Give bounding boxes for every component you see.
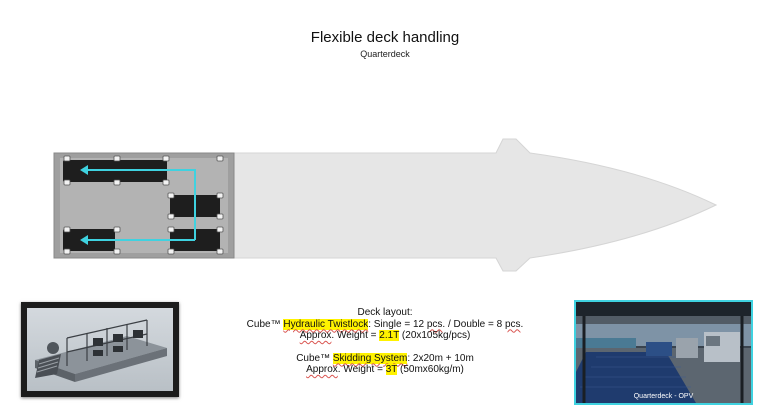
twistlock-product: Hydraulic Twistlock [283, 318, 369, 330]
skidding-path-upper [84, 169, 196, 240]
ship-hull [232, 138, 718, 272]
photo-caption: Quarterdeck - OPV [633, 393, 694, 400]
skidding-system-render [21, 302, 179, 397]
skidding-line: Cube™ Skidding System: 2x20m + 10m [200, 352, 570, 365]
skidding-product: Skidding System [332, 352, 408, 364]
line-end: . [520, 318, 524, 330]
twistlock-weight-line: Approx. Weight = 2.1T (20x105kg/pcs) [200, 330, 570, 342]
info-heading: Deck layout: [357, 307, 413, 318]
arrow-left-icon [80, 235, 88, 245]
arrow-left-icon [80, 165, 88, 175]
weight-detail: (20x105kg/pcs) [401, 330, 471, 341]
diagram-title: Flexible deck handling [310, 29, 460, 46]
deck-photo-image [576, 302, 751, 403]
brand-label: Cube™ [296, 352, 331, 364]
brand-label: Cube™ [246, 318, 281, 330]
double-count-text: . / Double = 8 [442, 318, 503, 330]
weight-detail: (50mx60kg/m) [399, 364, 464, 375]
rack-render-image [35, 319, 167, 382]
pcs-unit: pcs [426, 318, 443, 330]
twistlock-markers [63, 155, 224, 255]
diagram-subtitle: Quarterdeck [360, 49, 410, 59]
deck-layout-info: Deck layout: Cube™ Hydraulic Twistlock: … [200, 307, 570, 376]
skidding-weight-line: Approx. Weight = 3T (50mx60kg/m) [200, 364, 570, 376]
weight-label: . Weight = [331, 330, 377, 341]
twistlock-line: Cube™ Hydraulic Twistlock: Single = 12 p… [200, 318, 570, 331]
ship-deck-diagram [53, 138, 718, 272]
approx-label: Approx [299, 330, 332, 341]
weight-label: . Weight = [337, 364, 383, 375]
weight-value: 3T [385, 364, 398, 375]
single-count-text: : Single = 12 [368, 318, 425, 330]
approx-label: Approx [306, 364, 338, 375]
weight-value: 2.1T [379, 330, 400, 341]
pcs-unit: pcs [504, 318, 521, 330]
quarterdeck-opv-photo: Quarterdeck - OPV [574, 300, 753, 405]
skidding-length: : 2x20m + 10m [407, 352, 474, 364]
